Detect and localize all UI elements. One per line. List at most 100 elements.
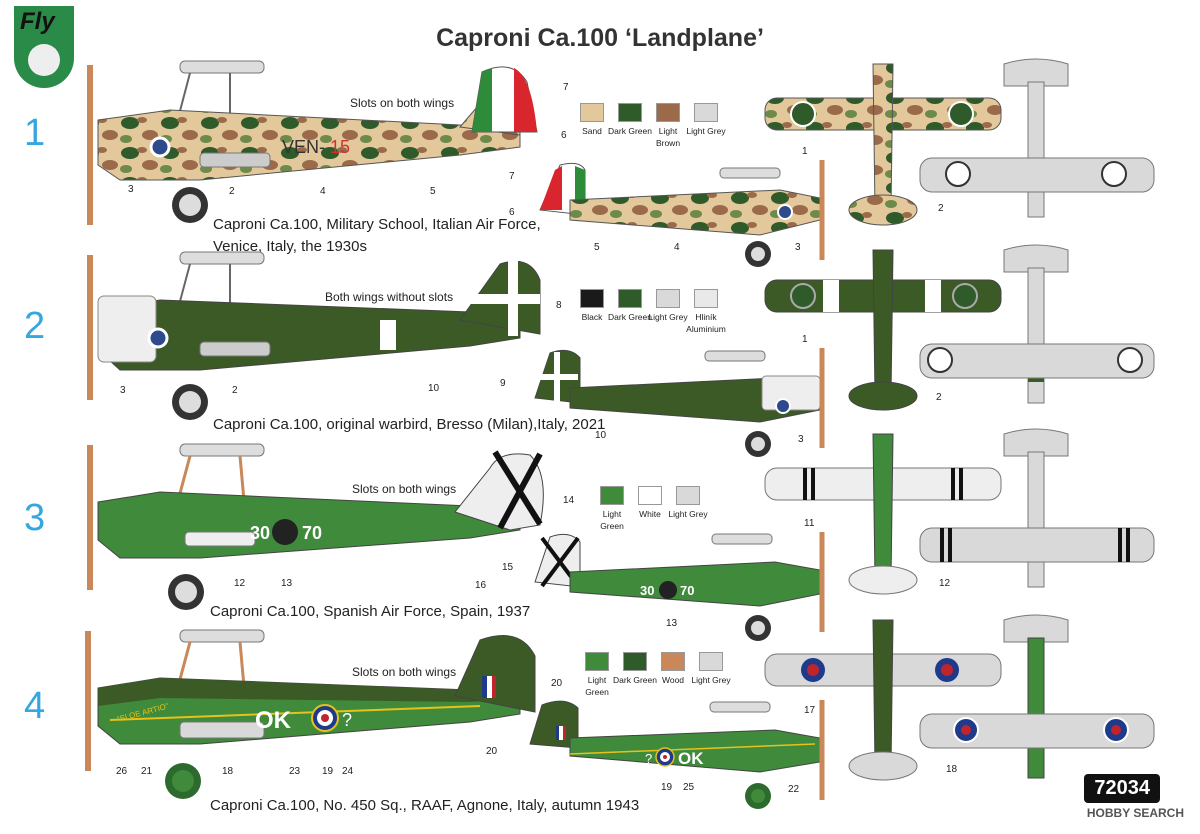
swatch: Light Brown <box>654 103 682 149</box>
logo-emblem-icon <box>28 44 60 76</box>
callout: 4 <box>674 242 680 253</box>
callout: 26 <box>116 766 128 777</box>
callout: 24 <box>342 766 354 777</box>
scheme-2-side-view-small <box>534 348 825 457</box>
callout: 19 <box>661 782 673 793</box>
swatch: Light Grey <box>668 486 708 532</box>
page-title: Caproni Ca.100 ‘Landplane’ <box>436 24 764 52</box>
swatch: Black <box>578 289 606 335</box>
callout: 20 <box>486 746 498 757</box>
callout: 3 <box>795 242 801 253</box>
scheme-3-caption: Caproni Ca.100, Spanish Air Force, Spain… <box>210 603 531 620</box>
scheme-4-top-view <box>764 619 1002 781</box>
scheme-4-small-code: OK <box>678 749 704 768</box>
scheme-number-3: 3 <box>24 497 46 539</box>
callout: 1 <box>802 334 808 345</box>
product-code-badge: 72034 <box>1084 774 1160 803</box>
scheme-1-side-view-small <box>539 160 825 267</box>
scheme-2-top-view <box>764 249 1002 411</box>
callout: 3 <box>798 434 804 445</box>
scheme-4-note: Slots on both wings <box>352 665 457 679</box>
callout: 17 <box>804 705 816 716</box>
scheme-4-caption: Caproni Ca.100, No. 450 Sq., RAAF, Agnon… <box>210 797 640 814</box>
scheme-number-4: 4 <box>24 685 46 727</box>
callout: 4 <box>320 186 326 197</box>
scheme-3-code-right: 70 <box>302 523 322 543</box>
callout: 3 <box>120 385 126 396</box>
scheme-1-top-view <box>764 63 1002 226</box>
callout: 12 <box>939 578 951 589</box>
callout: 3 <box>128 184 134 195</box>
callout: 5 <box>430 186 436 197</box>
swatch: Light Green <box>583 652 611 698</box>
scheme-1-caption-line2: Venice, Italy, the 1930s <box>213 238 367 255</box>
scheme-3-top-view <box>764 433 1002 595</box>
scheme-4-small-code-suffix: ? <box>645 751 652 766</box>
scheme-4-swatches: Light Green Dark Green Wood Light Grey <box>583 652 731 698</box>
scheme-3-swatches: Light Green White Light Grey <box>598 486 708 532</box>
scheme-1-caption-line1: Caproni Ca.100, Military School, Italian… <box>213 216 541 233</box>
scheme-number-2: 2 <box>24 305 46 347</box>
scheme-4-code: OK <box>255 707 292 734</box>
scheme-1-swatches: Sand Dark Green Light Brown Light Grey <box>578 103 726 149</box>
callout: 23 <box>289 766 301 777</box>
callout: 2 <box>936 392 942 403</box>
callout: 15 <box>502 562 514 573</box>
callout: 14 <box>563 495 575 506</box>
callout: 2 <box>232 385 238 396</box>
scheme-2-note: Both wings without slots <box>325 290 454 304</box>
callout: 16 <box>475 580 487 591</box>
callout: 13 <box>281 578 293 589</box>
callout: 13 <box>666 618 678 629</box>
scheme-3-side-view-small: 30 70 <box>534 532 825 641</box>
callout: 10 <box>595 430 607 441</box>
swatch: Light Grey <box>648 289 688 335</box>
logo-text: Fly <box>20 8 55 35</box>
scheme-4-side-view: OK ? “SLOE ARTIO” <box>85 629 536 799</box>
callout: 7 <box>509 171 515 182</box>
scheme-4-bottom-view <box>919 614 1155 779</box>
swatch: Wood <box>659 652 687 698</box>
swatch: Light Green <box>598 486 626 532</box>
callout: 9 <box>500 378 506 389</box>
swatch: Light Grey <box>691 652 731 698</box>
callout: 11 <box>804 518 815 529</box>
scheme-1-bottom-view <box>919 58 1155 218</box>
scheme-2-caption: Caproni Ca.100, original warbird, Bresso… <box>213 416 606 433</box>
hobby-search-watermark: HOBBY SEARCH <box>1086 806 1184 820</box>
callout: 6 <box>561 130 567 141</box>
callout: 5 <box>594 242 600 253</box>
scheme-1-rudder-tricolor <box>471 66 538 133</box>
callout: 1 <box>802 146 808 157</box>
fly-logo: Fly <box>14 6 74 88</box>
scheme-2-bottom-view <box>919 244 1155 404</box>
scheme-4-code-suffix: ? <box>342 710 352 730</box>
scheme-3-small-code-left: 30 <box>640 583 654 598</box>
swatch: Hliník Aluminium <box>686 289 726 335</box>
scheme-3-side-view: 30 70 <box>87 443 544 610</box>
callout: 18 <box>946 764 958 775</box>
scheme-2-swatches: Black Dark Green Light Grey Hliník Alumi… <box>578 289 726 335</box>
callout: 2 <box>229 186 235 197</box>
scheme-2-side-view <box>87 251 541 420</box>
callout: 19 <box>322 766 334 777</box>
scheme-number-1: 1 <box>24 112 46 154</box>
scheme-1-code-number: 15 <box>330 137 350 157</box>
callout: 7 <box>563 82 569 93</box>
callout: 18 <box>222 766 234 777</box>
scheme-3-small-code-right: 70 <box>680 583 694 598</box>
callout: 10 <box>428 383 440 394</box>
callout: 2 <box>938 203 944 214</box>
callout: 21 <box>141 766 153 777</box>
callout: 6 <box>509 207 515 218</box>
swatch: Dark Green <box>613 652 657 698</box>
callout: 22 <box>788 784 800 795</box>
callout: 8 <box>556 300 562 311</box>
scheme-3-code-left: 30 <box>250 523 270 543</box>
scheme-3-bottom-view <box>919 428 1155 588</box>
swatch: Dark Green <box>608 103 652 149</box>
swatch: White <box>636 486 664 532</box>
swatch: Dark Green <box>608 289 652 335</box>
swatch: Light Grey <box>686 103 726 149</box>
scheme-4-side-view-small: ? OK <box>529 700 825 809</box>
